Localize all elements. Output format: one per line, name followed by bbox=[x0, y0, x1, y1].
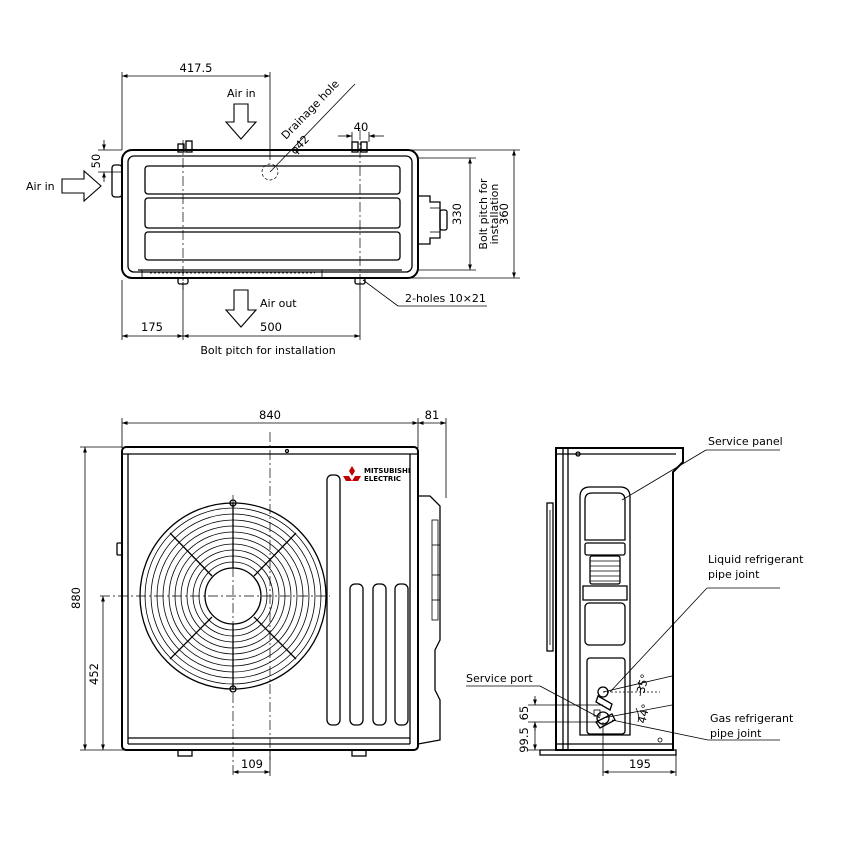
dim-360: 360 bbox=[497, 203, 511, 225]
service-port-label: Service port bbox=[466, 672, 533, 685]
drainage-hole bbox=[261, 163, 279, 181]
air-out-arrow bbox=[224, 289, 258, 328]
dim-81: 81 bbox=[425, 408, 440, 422]
bolt-pitch-horizontal: Bolt pitch for installation bbox=[200, 344, 335, 357]
dim-109: 109 bbox=[241, 757, 263, 771]
brand-line2: ELECTRIC bbox=[364, 475, 401, 483]
dim-195: 195 bbox=[629, 757, 651, 771]
gas-label-line2: pipe joint bbox=[710, 727, 762, 740]
top-view: 417.5 Drainage hole φ42 bbox=[26, 61, 520, 357]
mitsubishi-logo: MITSUBISHI ELECTRIC bbox=[343, 466, 411, 483]
dim-330: 330 bbox=[450, 203, 464, 225]
angle-44: 44° bbox=[635, 703, 653, 725]
angle-35: 35° bbox=[634, 673, 652, 695]
air-in-left-label: Air in bbox=[26, 180, 55, 193]
unit-top-body bbox=[121, 149, 419, 279]
front-view: 840 81 bbox=[69, 408, 447, 778]
brand-line1: MITSUBISHI bbox=[364, 467, 411, 475]
dim-840: 840 bbox=[259, 408, 281, 422]
dim-40: 40 bbox=[354, 120, 369, 134]
dim-880: 880 bbox=[69, 587, 83, 609]
holes-label: 2-holes 10×21 bbox=[405, 292, 486, 305]
air-in-left-arrow bbox=[61, 169, 102, 203]
bolt-pitch-vertical-line1: Bolt pitch for bbox=[477, 178, 490, 250]
liquid-label-line1: Liquid refrigerant bbox=[708, 553, 804, 566]
dim-50: 50 bbox=[89, 154, 103, 169]
air-in-top-label: Air in bbox=[227, 87, 256, 100]
dim-175: 175 bbox=[141, 320, 163, 334]
dim-417-5: 417.5 bbox=[180, 61, 213, 75]
side-view: 35° 44° Service panel Liquid refrigerant… bbox=[466, 435, 804, 776]
dim-99-5: 99.5 bbox=[517, 727, 531, 753]
liquid-label-line2: pipe joint bbox=[708, 568, 760, 581]
bolt-pitch-vertical-line2: installation bbox=[488, 184, 501, 245]
service-panel bbox=[579, 486, 663, 743]
dim-65: 65 bbox=[517, 706, 531, 721]
air-out-label: Air out bbox=[260, 297, 297, 310]
air-in-top-arrow bbox=[224, 103, 258, 140]
dim-452: 452 bbox=[87, 663, 101, 685]
service-panel-label: Service panel bbox=[708, 435, 783, 448]
gas-label-line1: Gas refrigerant bbox=[710, 712, 794, 725]
drainage-hole-label: Drainage hole bbox=[279, 77, 342, 142]
dim-500: 500 bbox=[260, 320, 282, 334]
